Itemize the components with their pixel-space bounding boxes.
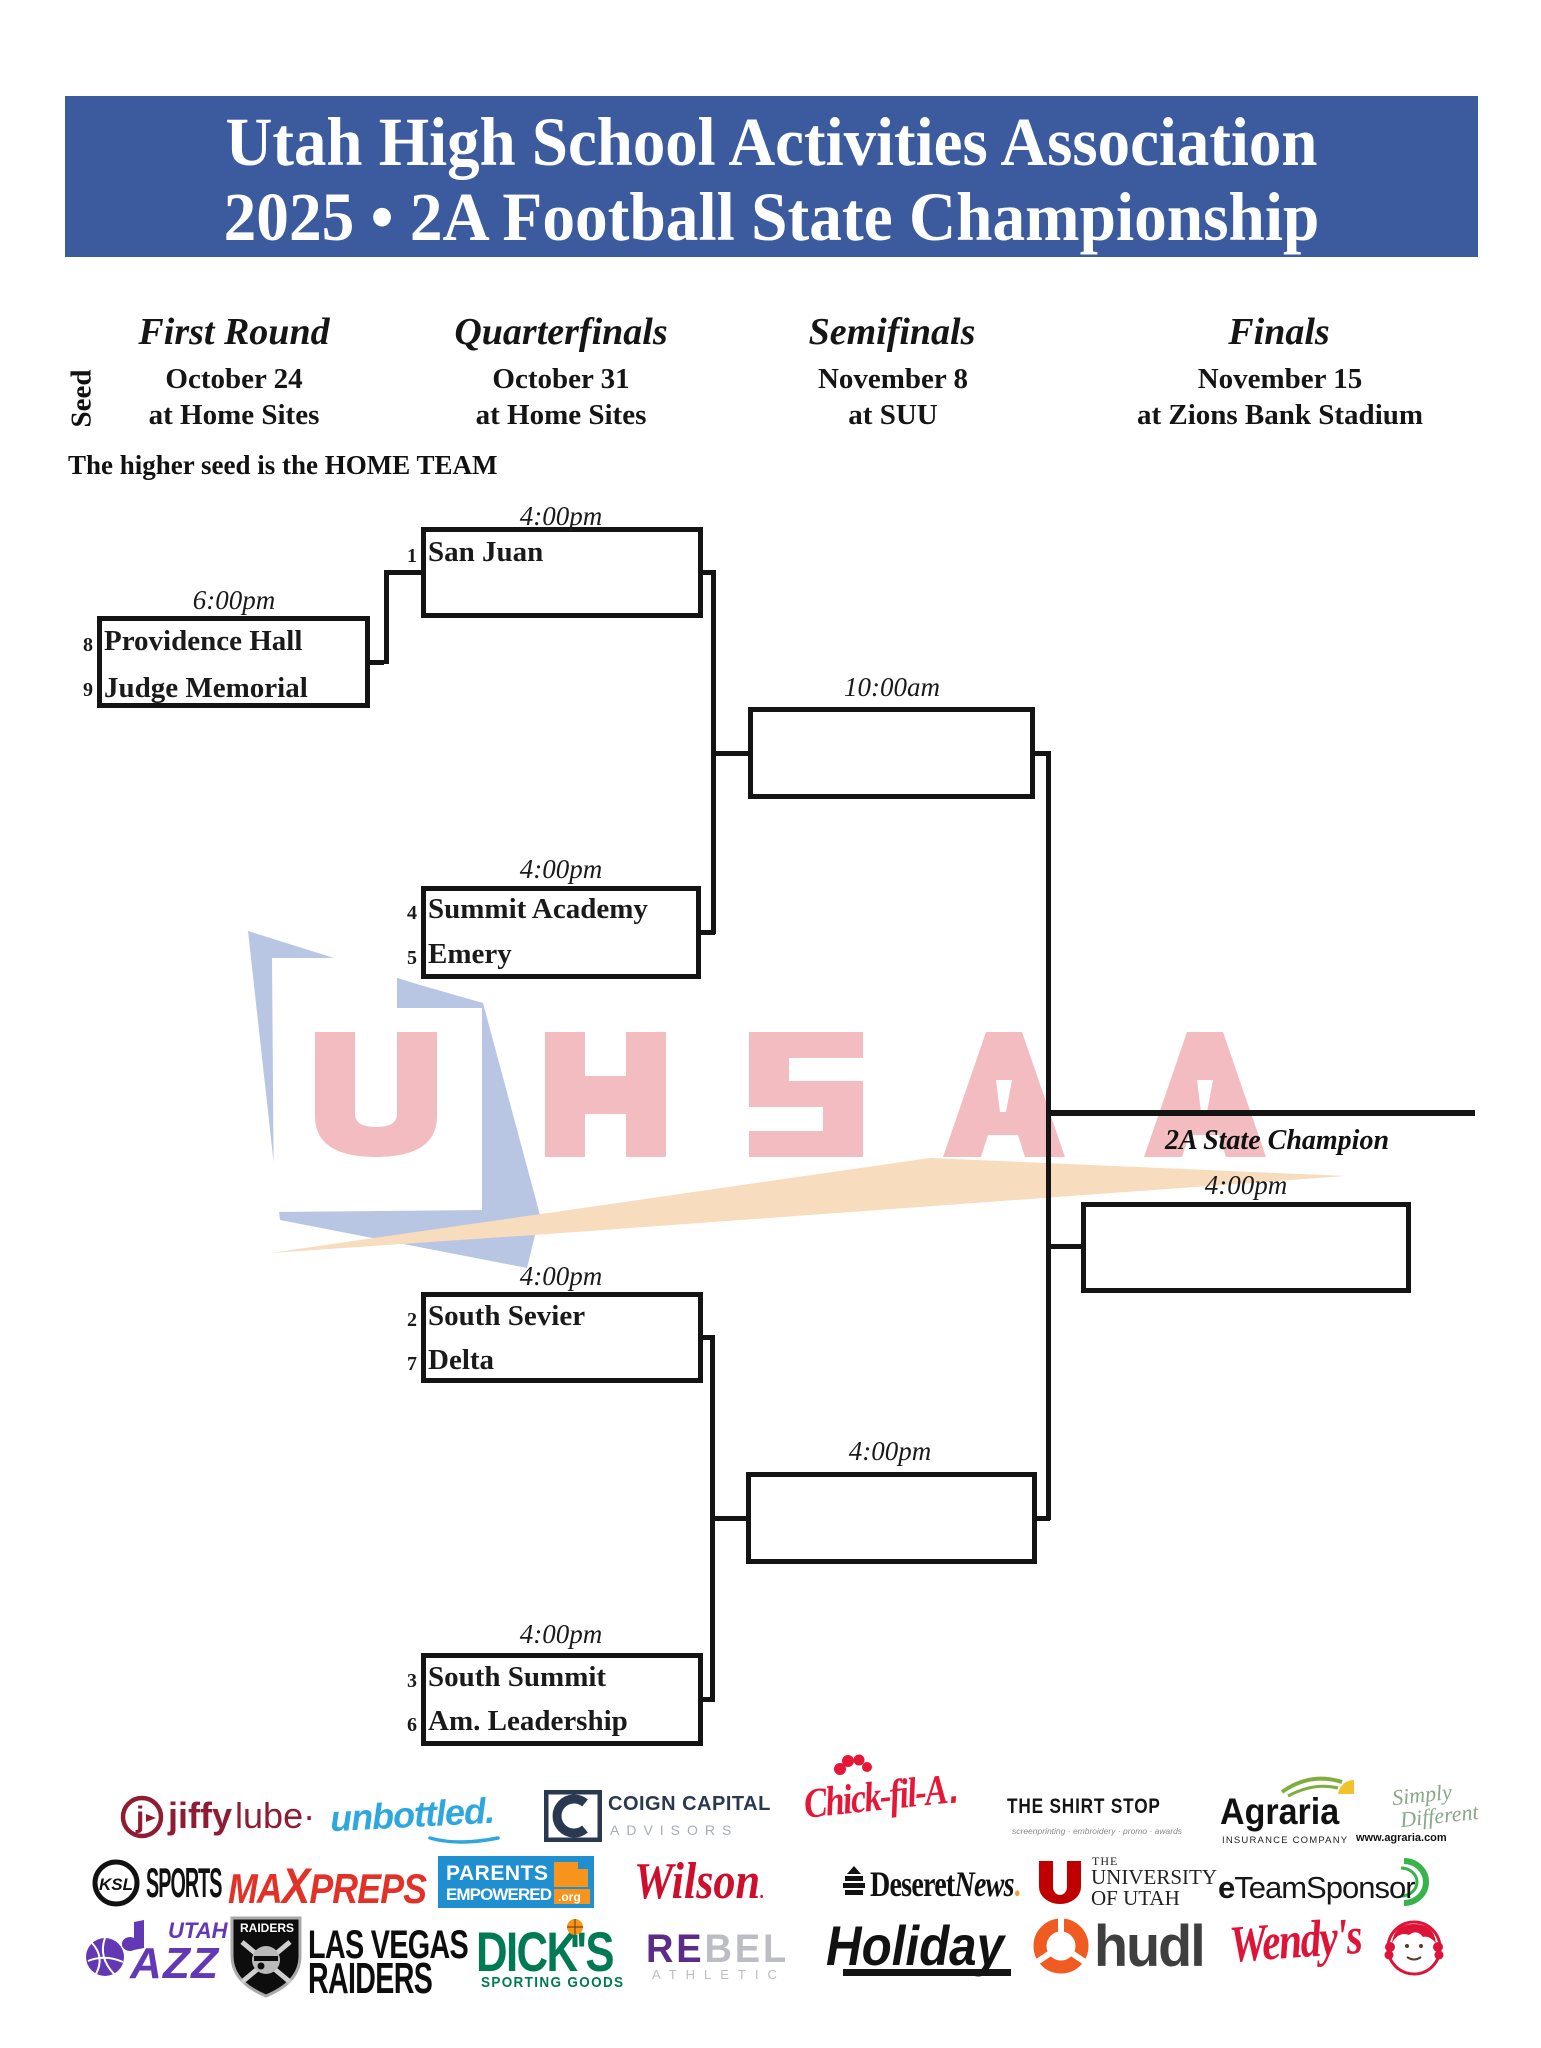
svg-text:j: j xyxy=(135,1801,144,1834)
svg-text:KSL: KSL xyxy=(99,1875,133,1894)
svg-text:RAIDERS: RAIDERS xyxy=(240,1921,294,1935)
svg-text:.org: .org xyxy=(558,1890,581,1904)
svg-text:UTAH: UTAH xyxy=(168,1918,229,1943)
svg-text:PARENTS: PARENTS xyxy=(446,1862,548,1885)
svg-text:AZZ: AZZ xyxy=(129,1939,220,1980)
svg-text:EMPOWERED: EMPOWERED xyxy=(446,1885,552,1904)
